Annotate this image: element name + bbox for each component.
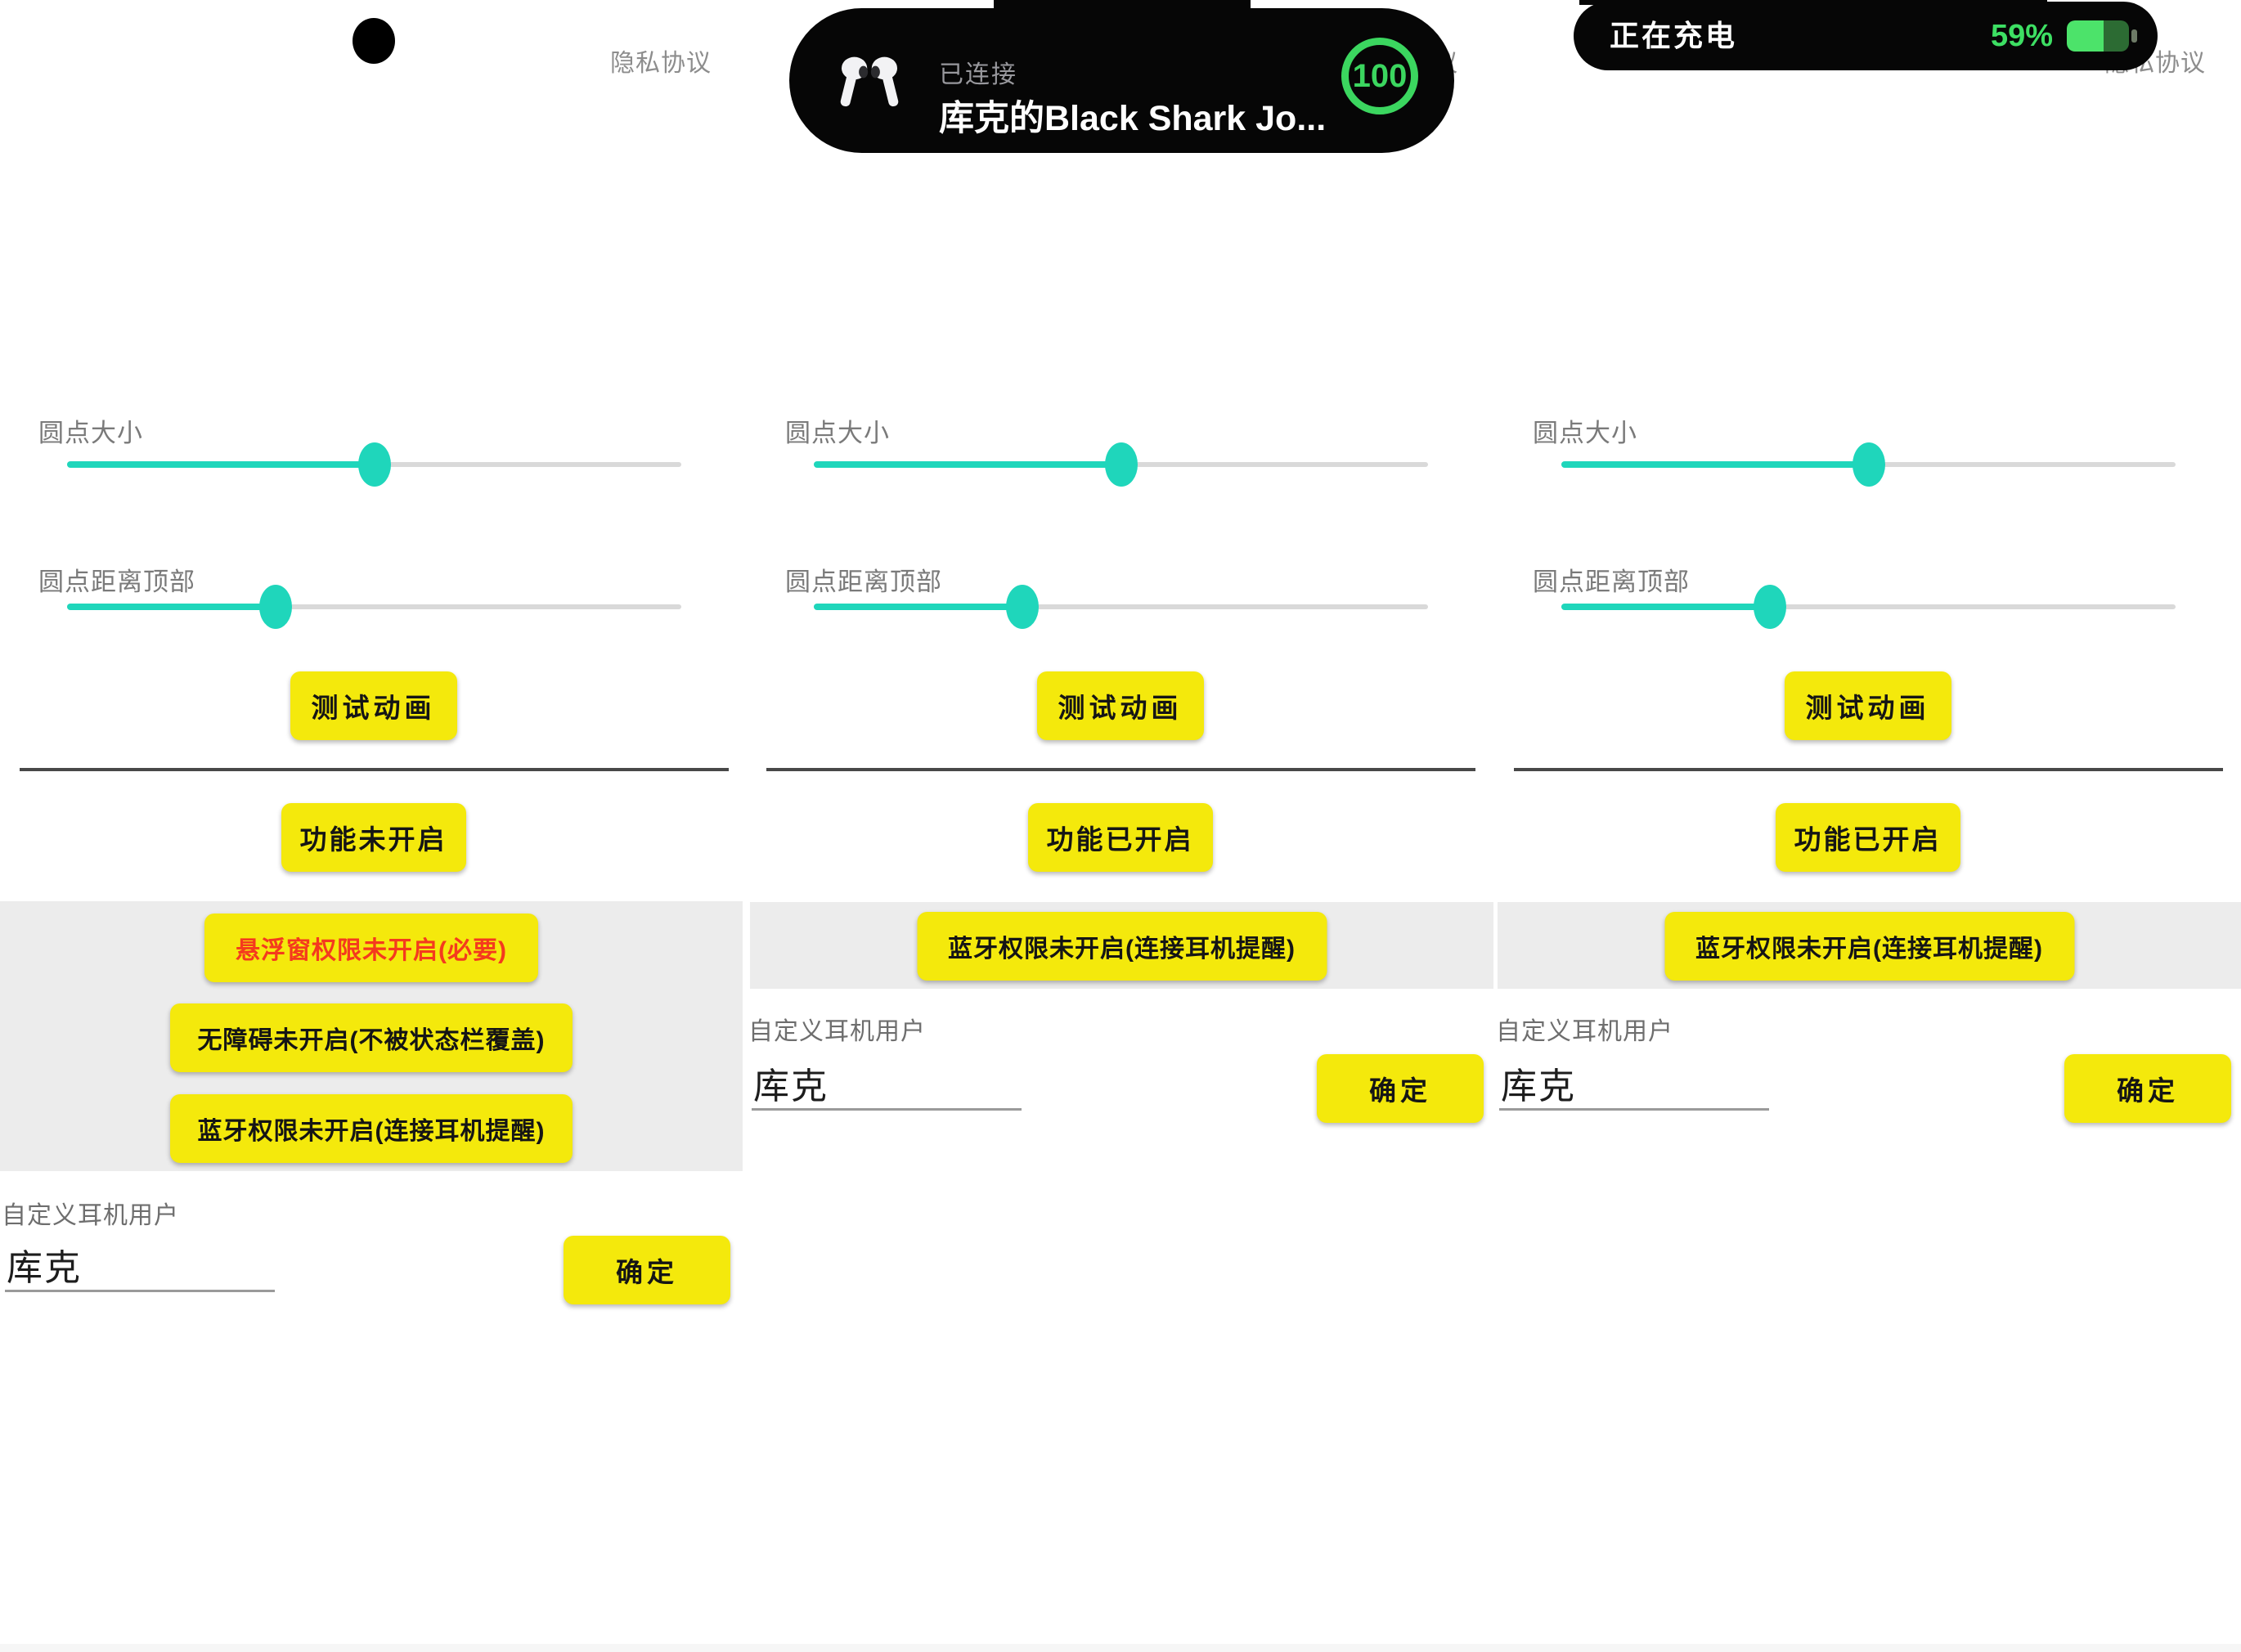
section-divider <box>1514 768 2223 771</box>
input-underline[interactable] <box>752 1108 1022 1111</box>
accessibility-permission-button[interactable]: 无障碍未开启(不被状态栏覆盖) <box>170 1003 573 1072</box>
slider-thumb[interactable] <box>357 442 391 487</box>
custom-user-input-value[interactable]: 库克 <box>1501 1066 1576 1107</box>
dynamic-island-expanded[interactable]: 已连接 库克的Black Shark Jo... 100 <box>789 8 1454 153</box>
camera-punch-hole-dot <box>353 18 395 64</box>
section-divider <box>20 768 729 771</box>
screenshot-panel-1: 隐私协议 圆点大小 圆点距离顶部 测试动画 功能未开启 悬浮窗权限未开启(必要)… <box>0 0 747 1652</box>
slider-thumb[interactable] <box>1006 585 1040 629</box>
slider-fill <box>1561 604 1771 610</box>
bluetooth-permission-button[interactable]: 蓝牙权限未开启(连接耳机提醒) <box>170 1094 573 1163</box>
battery-percent-text: 59% <box>1990 19 2053 53</box>
slider-track[interactable] <box>67 604 681 609</box>
battery-nub <box>2131 29 2137 43</box>
feature-status-button[interactable]: 功能已开启 <box>1027 803 1213 872</box>
input-underline[interactable] <box>1499 1108 1769 1111</box>
dot-size-slider[interactable] <box>67 442 681 487</box>
slider-fill <box>67 604 276 610</box>
battery-ring-indicator: 100 <box>1341 38 1418 114</box>
section-divider <box>766 768 1475 771</box>
slider-track[interactable] <box>814 604 1428 609</box>
custom-user-label: 自定义耳机用户 <box>748 1018 926 1045</box>
dot-top-offset-slider[interactable] <box>814 584 1428 630</box>
bluetooth-permission-button[interactable]: 蓝牙权限未开启(连接耳机提醒) <box>917 912 1327 981</box>
custom-user-label: 自定义耳机用户 <box>1496 1018 1673 1045</box>
battery-ring-value: 100 <box>1352 57 1408 94</box>
dot-top-offset-label: 圆点距离顶部 <box>38 568 195 596</box>
dot-top-offset-label: 圆点距离顶部 <box>1533 568 1690 596</box>
confirm-button[interactable]: 确定 <box>1317 1054 1484 1123</box>
test-animation-button[interactable]: 测试动画 <box>1036 671 1204 740</box>
slider-fill <box>1561 461 1869 468</box>
feature-status-button[interactable]: 功能已开启 <box>1775 803 1960 872</box>
battery-body <box>2067 20 2129 52</box>
charging-status-text: 正在充电 <box>1610 19 1738 52</box>
custom-user-label: 自定义耳机用户 <box>2 1202 179 1229</box>
test-animation-button[interactable]: 测试动画 <box>290 671 457 740</box>
custom-user-input-value[interactable]: 库克 <box>753 1066 829 1107</box>
slider-thumb[interactable] <box>1104 442 1138 487</box>
battery-fill <box>2067 20 2104 52</box>
input-underline[interactable] <box>5 1290 275 1292</box>
dot-size-slider[interactable] <box>814 442 1428 487</box>
confirm-button[interactable]: 确定 <box>2064 1054 2231 1123</box>
permissions-section: 蓝牙权限未开启(连接耳机提醒) <box>750 902 1493 989</box>
dot-top-offset-label: 圆点距离顶部 <box>785 568 942 596</box>
connection-status-text: 已连接 <box>939 61 1017 88</box>
privacy-policy-link[interactable]: 隐私协议 <box>610 50 712 77</box>
permissions-section: 悬浮窗权限未开启(必要) 无障碍未开启(不被状态栏覆盖) 蓝牙权限未开启(连接耳… <box>0 901 743 1171</box>
confirm-button[interactable]: 确定 <box>564 1236 730 1304</box>
custom-user-input-value[interactable]: 库克 <box>7 1248 82 1288</box>
overlay-permission-button[interactable]: 悬浮窗权限未开启(必要) <box>204 914 538 982</box>
dot-size-label: 圆点大小 <box>1533 419 1637 447</box>
battery-icon <box>2067 20 2137 52</box>
bluetooth-permission-button[interactable]: 蓝牙权限未开启(连接耳机提醒) <box>1664 912 2074 981</box>
slider-track[interactable] <box>1561 604 2176 609</box>
permissions-section: 蓝牙权限未开启(连接耳机提醒) <box>1498 902 2241 989</box>
slider-thumb[interactable] <box>259 585 293 629</box>
test-animation-button[interactable]: 测试动画 <box>1784 671 1951 740</box>
dot-top-offset-slider[interactable] <box>1561 584 2176 630</box>
camera-notch-strip <box>994 0 1251 8</box>
slider-fill <box>67 461 375 468</box>
slider-fill <box>814 461 1121 468</box>
dynamic-island-charging[interactable]: 正在充电 59% <box>1574 2 2158 70</box>
dot-size-label: 圆点大小 <box>38 419 143 447</box>
airpods-icon <box>832 47 907 116</box>
dot-size-label: 圆点大小 <box>785 419 890 447</box>
screenshot-panel-3: 隐私协议 正在充电 59% 圆点大小 圆点距离顶部 测试动画 功能已开启 蓝牙权… <box>1494 0 2241 1652</box>
screenshot-panel-2: 隐私协议 已连接 库克的Black Shark Jo... 100 圆点大小 <box>747 0 1493 1652</box>
slider-thumb[interactable] <box>1852 442 1885 487</box>
slider-fill <box>814 604 1023 610</box>
feature-status-button[interactable]: 功能未开启 <box>281 803 466 872</box>
device-name-text: 库克的Black Shark Jo... <box>939 99 1327 138</box>
dot-top-offset-slider[interactable] <box>67 584 681 630</box>
bottom-edge-strip <box>0 1644 2241 1652</box>
slider-thumb[interactable] <box>1754 585 1787 629</box>
dot-size-slider[interactable] <box>1561 442 2176 487</box>
